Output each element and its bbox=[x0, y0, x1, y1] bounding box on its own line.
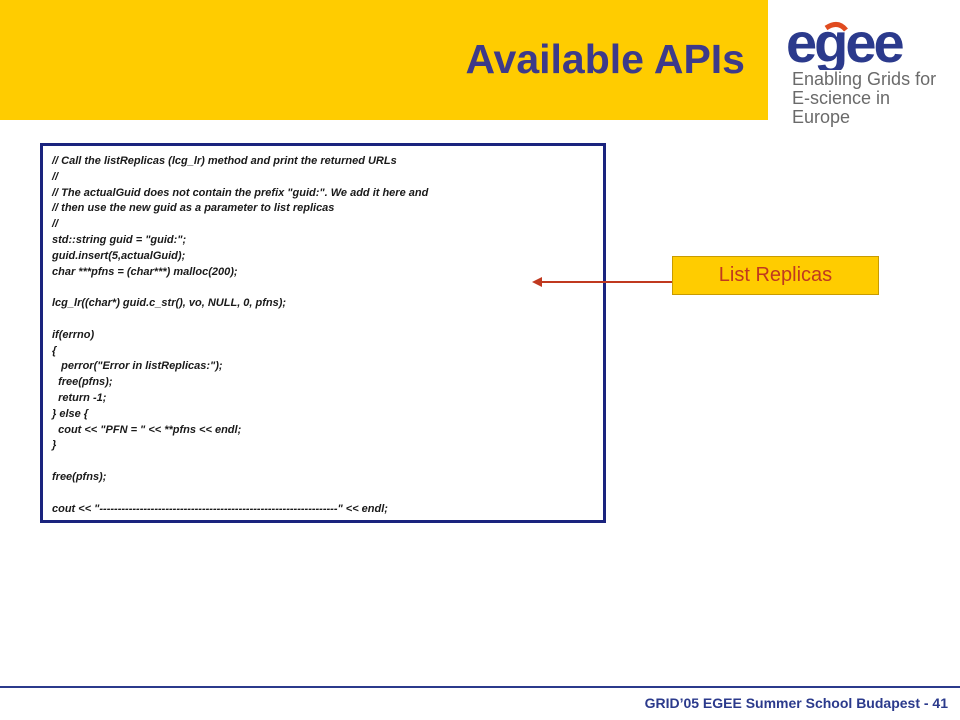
logo-tagline-2: E-science in Europe bbox=[792, 88, 891, 127]
slide-title: Available APIs bbox=[465, 36, 745, 82]
code-line: } else { bbox=[52, 407, 89, 420]
code-line: free(pfns); bbox=[52, 376, 113, 389]
code-line: // The actualGuid does not contain the p… bbox=[52, 186, 429, 199]
egee-wordmark-icon: egee bbox=[786, 18, 906, 70]
code-line: // Call the listReplicas (lcg_lr) method… bbox=[52, 155, 397, 167]
arrow-left-icon bbox=[532, 277, 672, 287]
code-line: } bbox=[52, 439, 57, 452]
code-line: char ***pfns = (char***) malloc(200); bbox=[52, 265, 238, 278]
code-line: return -1; bbox=[52, 391, 107, 404]
code-line: { bbox=[52, 344, 57, 357]
code-line bbox=[52, 312, 603, 328]
code-line: cout << "-------------------------------… bbox=[52, 502, 388, 515]
code-line bbox=[52, 280, 603, 296]
code-line bbox=[52, 454, 603, 470]
code-line: lcg_lr((char*) guid.c_str(), vo, NULL, 0… bbox=[52, 297, 287, 310]
code-line: cout << "PFN = " << **pfns << endl; bbox=[52, 423, 242, 436]
code-line bbox=[52, 486, 603, 502]
code-line: guid.insert(5,actualGuid); bbox=[52, 249, 186, 262]
code-line: std::string guid = "guid:"; bbox=[52, 233, 187, 246]
code-line: if(errno) bbox=[52, 328, 95, 341]
logo-tagline-1: Enabling Grids for bbox=[792, 69, 937, 89]
logo-wordmark: egee bbox=[786, 18, 946, 70]
header-band bbox=[0, 0, 768, 120]
code-line: free(pfns); bbox=[52, 470, 107, 483]
code-line: // bbox=[52, 218, 59, 231]
code-listing: // Call the listReplicas (lcg_lr) method… bbox=[40, 143, 606, 523]
list-replicas-callout: List Replicas bbox=[672, 256, 879, 295]
footer-text: GRID’05 EGEE Summer School Budapest - 41 bbox=[644, 695, 948, 711]
code-line: // then use the new guid as a parameter … bbox=[52, 202, 335, 215]
code-line: perror("Error in listReplicas:"); bbox=[52, 360, 223, 373]
footer-divider bbox=[0, 686, 960, 688]
egee-logo: egee Enabling Grids for E-science in Eur… bbox=[786, 18, 946, 127]
code-line: // bbox=[52, 170, 59, 183]
